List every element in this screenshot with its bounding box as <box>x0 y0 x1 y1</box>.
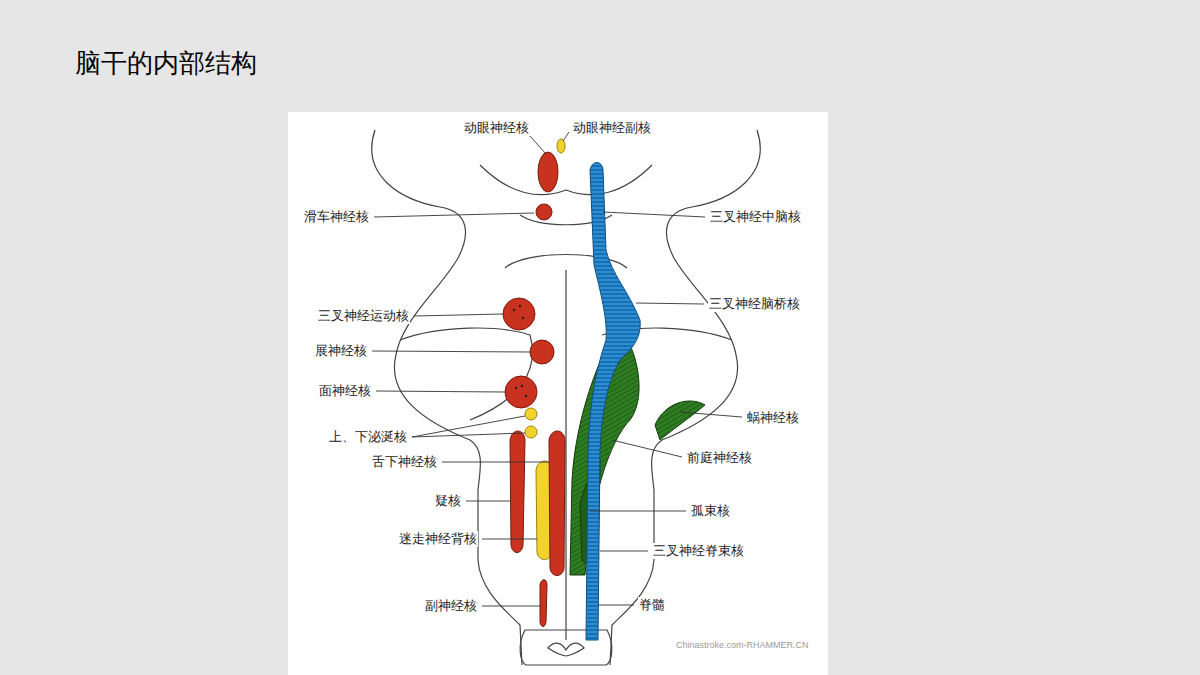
structure-label: 动眼神经副核 <box>572 120 652 136</box>
structure-label: 前庭神经核 <box>686 450 753 466</box>
nucleus-dots <box>513 305 527 397</box>
structure-label: 上、下泌涎核 <box>328 429 408 445</box>
nucleus-ambiguus <box>510 431 525 553</box>
structure-label: 孤束核 <box>690 503 731 519</box>
brainstem-outline <box>372 130 760 665</box>
structure-label: 脊髓 <box>638 597 666 613</box>
structure-label: 迷走神经背核 <box>398 531 478 547</box>
structure-label: 三叉神经运动核 <box>317 308 410 324</box>
structure-label: 动眼神经核 <box>463 120 530 136</box>
structure-label: 面神经核 <box>318 383 372 399</box>
trigeminal-sensory-nuclei <box>586 163 640 641</box>
structure-label: 蜗神经核 <box>746 410 800 426</box>
watermark: Chinastroke.com-RHAMMER.CN <box>675 637 810 653</box>
abducens-nucleus <box>530 340 554 364</box>
structure-label: 舌下神经核 <box>371 454 438 470</box>
accessory-oculomotor-nucleus <box>557 139 565 153</box>
structure-label: 疑核 <box>434 493 462 509</box>
structure-label: 三叉神经中脑核 <box>709 209 802 225</box>
accessory-nucleus <box>540 580 547 627</box>
slide-title: 脑干的内部结构 <box>75 46 257 81</box>
structure-label: 三叉神经脊束核 <box>652 543 745 559</box>
leader-lines <box>372 132 742 606</box>
cochlear-nuclei <box>655 401 705 440</box>
hypoglossal-nucleus <box>549 431 565 576</box>
structure-label: 三叉神经脑桥核 <box>708 296 801 312</box>
structure-label: 展神经核 <box>314 343 368 359</box>
oculomotor-nucleus <box>538 152 558 192</box>
trigeminal-motor-nucleus <box>503 298 535 330</box>
facial-nucleus <box>505 376 537 408</box>
structure-label: 滑车神经核 <box>303 209 370 225</box>
structure-label: 副神经核 <box>424 598 478 614</box>
salivatory-nucleus <box>525 408 537 420</box>
salivatory-nucleus <box>525 426 537 438</box>
trochlear-nucleus <box>536 204 552 220</box>
